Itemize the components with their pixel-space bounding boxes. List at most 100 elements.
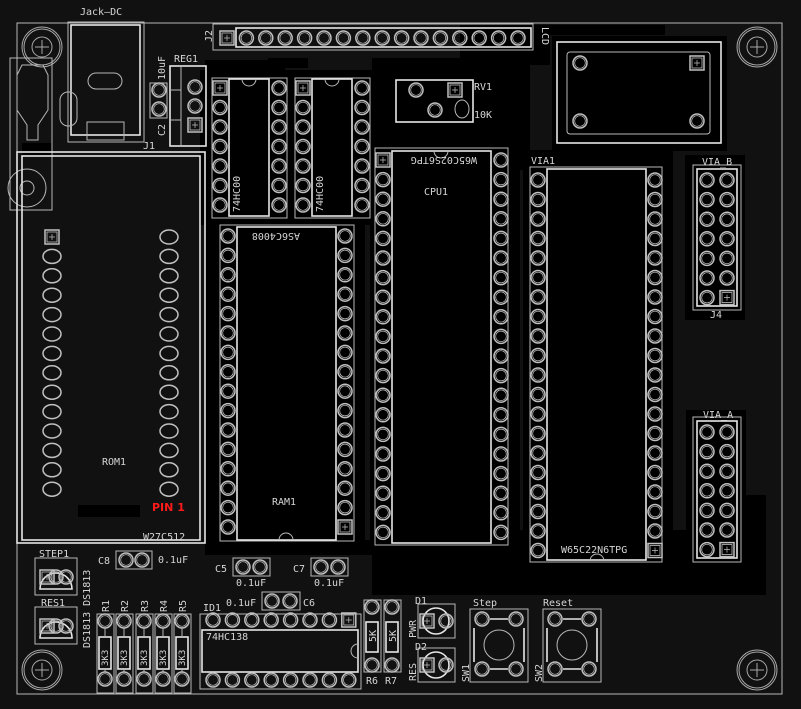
lcd-header-pin <box>219 30 235 46</box>
d2-pin <box>438 657 454 673</box>
u1-74hc00-pin <box>271 99 287 116</box>
cpu1-pin <box>375 289 391 305</box>
step1-pin <box>58 569 74 585</box>
via-a-header-pin <box>719 541 735 558</box>
d1-label: D1 <box>415 596 427 607</box>
step1-courtyard <box>34 557 78 596</box>
id1-pin <box>224 612 241 628</box>
u2-74hc00-pin <box>295 99 311 116</box>
rom1-pin <box>42 326 62 342</box>
res1-pin <box>39 618 55 634</box>
lcd-header-pin <box>510 30 526 46</box>
via1-pin <box>647 367 663 383</box>
ram1-pin <box>337 267 353 283</box>
d2-pin <box>419 657 435 673</box>
via1-pin <box>530 503 546 520</box>
cpu-part: W65C02S6TPG <box>411 154 477 165</box>
id1-ref: ID1 <box>203 603 221 614</box>
via-b-header-pin <box>699 250 715 267</box>
rom1-pin <box>159 403 179 420</box>
via1-pin <box>647 250 663 266</box>
sw2-button-icon[interactable] <box>556 629 588 661</box>
c7-pin <box>330 559 346 575</box>
via-b-header-pin <box>719 172 735 188</box>
sw1-pin <box>508 661 524 677</box>
id1-courtyard <box>199 613 362 690</box>
u2-74hc00-courtyard <box>294 77 371 219</box>
c8-value: 0.1uF <box>158 555 188 566</box>
resistor-pin <box>364 599 380 615</box>
module-pin <box>689 55 705 71</box>
id1-pin <box>224 672 241 688</box>
rom1-pin <box>159 248 179 265</box>
step1-body <box>39 572 73 590</box>
via1-pin <box>530 386 546 403</box>
d2-value: RES <box>408 663 419 681</box>
via-b-header-pin <box>699 289 715 306</box>
resistor-pin <box>97 671 113 687</box>
jack-pad <box>59 91 78 127</box>
sw1-button-icon[interactable] <box>483 629 515 661</box>
led-pad <box>19 180 35 196</box>
resistor-pin <box>155 671 171 687</box>
c5-pin <box>235 559 251 575</box>
led-outline <box>7 168 47 208</box>
cpu-ref: CPU1 <box>424 187 448 198</box>
via1-pin <box>530 445 546 461</box>
rom1-pin <box>42 306 62 323</box>
lcd-header-pin <box>335 30 352 46</box>
via1-pin <box>647 464 663 481</box>
ram1-pin <box>220 383 236 399</box>
ram1-pin <box>220 228 236 244</box>
id1-pin <box>263 672 279 688</box>
ram1-pin <box>220 519 236 535</box>
cpu1-pin <box>375 230 391 247</box>
c5-value: 0.1uF <box>236 578 266 589</box>
rom1-pin <box>42 462 62 478</box>
u1-74hc00-pin <box>271 119 287 135</box>
rom1-pin <box>42 442 62 459</box>
cpu1-pin <box>375 211 391 227</box>
c7-value: 0.1uF <box>314 578 344 589</box>
c7-label: C7 <box>293 564 305 575</box>
via1-pin <box>530 484 546 500</box>
footprints <box>7 21 783 695</box>
u2-74hc00-pin <box>295 138 311 155</box>
via-a-header-body <box>696 420 738 559</box>
u2-74hc00-pin <box>295 158 311 174</box>
id1-pin <box>205 672 221 688</box>
mask-region <box>685 155 745 320</box>
mask-region <box>268 58 308 68</box>
notch <box>278 532 294 541</box>
lcd-label: LCD <box>539 27 550 45</box>
rom1-pin <box>159 306 179 323</box>
cpu1-pin <box>493 367 509 384</box>
d1-pin <box>419 613 435 629</box>
resistor-pin <box>364 657 380 673</box>
u2-74hc00-pin <box>354 197 370 213</box>
r7-label: R7 <box>385 676 397 687</box>
id1-pin <box>321 672 338 688</box>
via-a-header-pin <box>699 502 715 519</box>
via1-pin <box>530 464 546 481</box>
jack-dc-courtyard <box>67 21 145 143</box>
cpu1-body <box>391 150 492 544</box>
via-b-header-courtyard <box>692 164 742 311</box>
notch <box>241 78 340 87</box>
cpu1-pin <box>375 269 391 286</box>
resistor-ref: R4 <box>159 600 170 612</box>
module-outline <box>556 41 722 144</box>
rom1-pin <box>42 403 62 420</box>
reg1-pin <box>187 98 203 114</box>
via1-pin <box>530 250 546 266</box>
cpu1-courtyard <box>374 147 509 546</box>
d2-label: D2 <box>415 642 427 653</box>
d1-pin <box>438 613 454 629</box>
id1-pin <box>321 612 338 628</box>
ram1-pin <box>220 364 236 380</box>
c2-value: 10uF <box>157 56 168 80</box>
u2-part: 74HC00 <box>315 176 326 212</box>
rv1-adjust-icon <box>454 99 470 119</box>
mask-region <box>22 143 52 155</box>
sw1-ref: SW1 <box>461 664 472 682</box>
